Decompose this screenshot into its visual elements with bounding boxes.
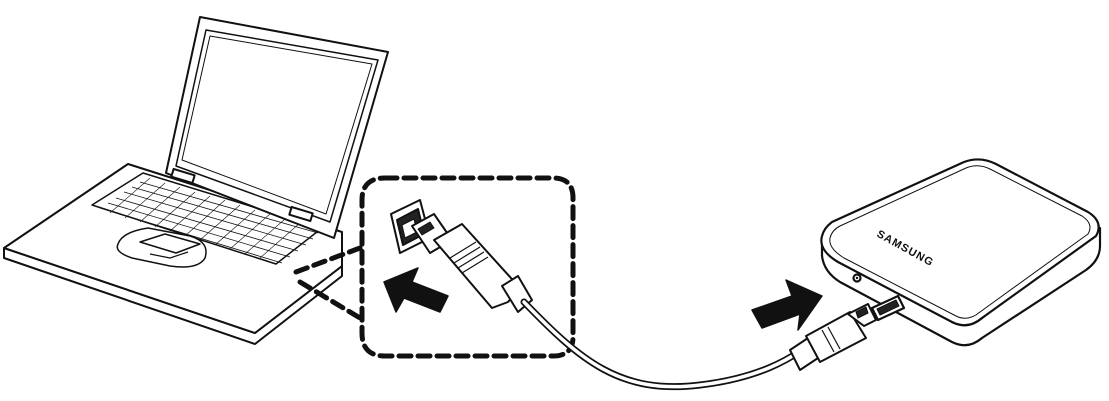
laptop-screen-inner <box>181 35 373 215</box>
usb-cable-inner <box>522 300 804 389</box>
usb-a-grip-lines <box>449 241 489 274</box>
arrow-icon <box>383 267 449 313</box>
callout-leader-top <box>293 245 363 275</box>
laptop-touchpad <box>139 233 201 254</box>
touchpad-buttons <box>149 251 189 259</box>
arrow-into-laptop-port <box>383 267 449 313</box>
micro-usb-tip-slot <box>855 306 869 319</box>
drive-top-face <box>820 158 1100 327</box>
micro-usb-grip-lines <box>821 326 841 353</box>
drive-usb-port-opening <box>876 299 900 316</box>
callout-box <box>359 175 576 359</box>
arrow-into-drive-port <box>751 279 823 331</box>
micro-usb-housing <box>805 311 867 363</box>
keyboard-keys <box>99 181 319 264</box>
external-hard-drive-icon <box>820 158 1102 347</box>
usb-a-shell-slot <box>417 221 435 236</box>
laptop-icon <box>3 16 389 345</box>
drive-top-inner-edge <box>829 165 1091 319</box>
laptop-hinge-left <box>170 167 196 185</box>
arrow-icon <box>751 279 823 331</box>
keyboard-key-columns <box>109 177 301 259</box>
laptop-hinge-right <box>288 205 314 223</box>
callout-leader-bottom <box>297 279 363 321</box>
micro-usb-connector-icon <box>789 303 877 371</box>
zoom-callout <box>293 175 576 359</box>
